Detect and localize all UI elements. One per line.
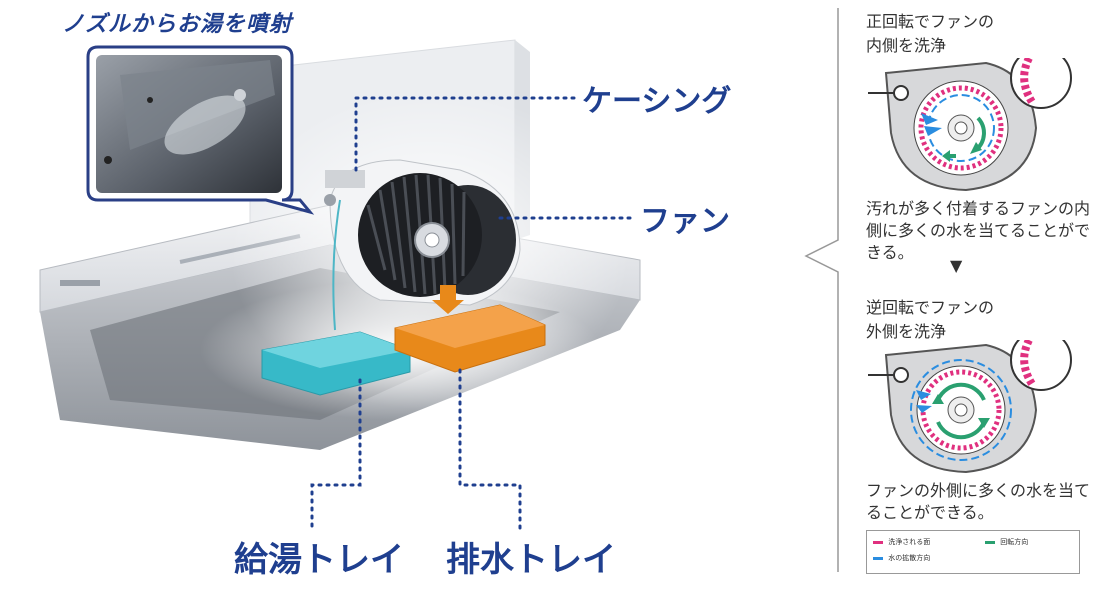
side-panel-bracket xyxy=(804,8,839,572)
legend-washed-surface-label: 洗浄される面 xyxy=(888,538,931,546)
down-arrow-icon: ▼ xyxy=(950,256,963,275)
nozzle-photo-callout xyxy=(86,45,315,215)
legend-spray-direction-label: 水の拡散方向 xyxy=(888,554,931,562)
step2-title: 逆回転でファンの 外側を洗浄 xyxy=(866,296,1066,344)
legend-rotation-direction-label: 回転方向 xyxy=(1000,538,1029,546)
washed-surface-swatch xyxy=(873,540,883,544)
spray-direction-swatch xyxy=(873,556,883,560)
range-hood-illustration xyxy=(39,8,839,572)
drain-tray xyxy=(394,304,546,373)
nozzle-pipe xyxy=(324,194,341,331)
step1-description: 汚れが多く付着するファンの内側に多くの水を当てることができる。 xyxy=(866,199,1091,262)
casing-label: ケーシング xyxy=(582,84,732,119)
hotwater-tray-leader-line xyxy=(310,378,362,532)
hotwater-tray-label: 給湯トレイ xyxy=(234,540,404,580)
nozzle-label: ノズルからお湯を噴射 xyxy=(62,12,293,37)
legend-rotation-direction: 回転方向 xyxy=(985,537,1028,547)
step1-title: 正回転でファンの 内側を洗浄 xyxy=(866,10,1066,58)
drain-tray-label: 排水トレイ xyxy=(446,540,616,580)
legend: 洗浄される面 水の拡散方向 回転方向 xyxy=(866,530,1080,574)
step1-title-line1: 正回転でファンの xyxy=(866,12,995,31)
legend-spray-direction: 水の拡散方向 xyxy=(873,553,930,563)
step2-title-line1: 逆回転でファンの xyxy=(866,298,995,317)
casing-leader-line xyxy=(354,96,576,172)
drain-arrow xyxy=(432,285,464,314)
step2-description: ファンの外側に多くの水を当てることができる。 xyxy=(866,481,1091,522)
step1-fan-diagram xyxy=(868,58,1072,192)
fan xyxy=(358,173,516,297)
drain-tray-leader-line xyxy=(458,368,522,532)
step1-title-line2: 内側を洗浄 xyxy=(866,36,947,55)
legend-washed-surface: 洗浄される面 xyxy=(873,537,930,547)
fan-label: ファン xyxy=(640,204,730,239)
step2-title-line2: 外側を洗浄 xyxy=(866,322,947,341)
hotwater-tray xyxy=(261,331,411,396)
step2-fan-diagram xyxy=(868,340,1072,474)
rotation-direction-swatch xyxy=(985,540,995,544)
leader-lines xyxy=(310,96,636,532)
